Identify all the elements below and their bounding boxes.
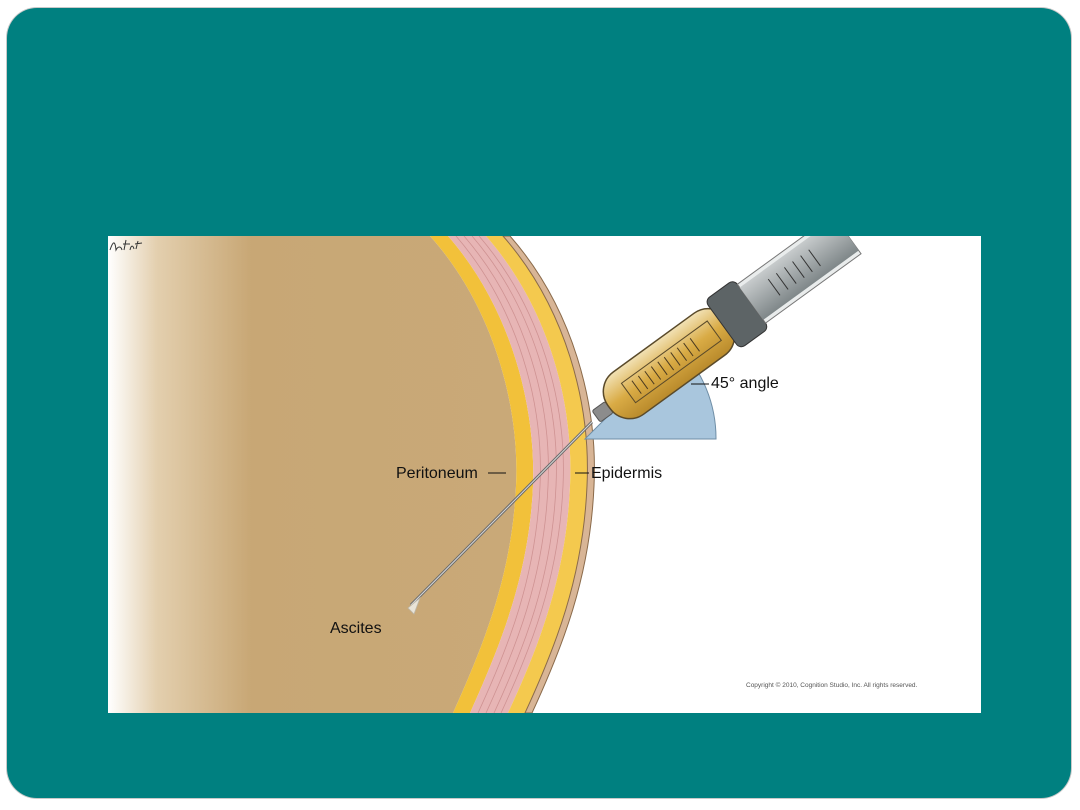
illustration-svg xyxy=(108,236,862,713)
slide-background: 45° angle Peritoneum Epidermis Ascites C… xyxy=(7,8,1071,798)
ascites-label: Ascites xyxy=(330,620,382,637)
abdominal-cavity xyxy=(108,236,517,713)
copyright-text: Copyright © 2010, Cognition Studio, Inc.… xyxy=(746,682,918,689)
angle-label: 45° angle xyxy=(711,375,779,392)
peritoneum-label: Peritoneum xyxy=(396,465,478,482)
paracentesis-illustration: 45° angle Peritoneum Epidermis Ascites C… xyxy=(108,236,981,713)
ascites-flow-arrow xyxy=(407,596,421,615)
peritoneum-fat-layer xyxy=(430,236,534,713)
syringe xyxy=(592,236,862,422)
artist-signature xyxy=(109,239,143,252)
subcutaneous-fat-layer xyxy=(486,236,588,713)
muscle-fibers xyxy=(455,236,564,713)
epidermis-layer xyxy=(502,236,595,713)
muscle-layer xyxy=(448,236,571,713)
epidermis-label: Epidermis xyxy=(591,465,663,482)
